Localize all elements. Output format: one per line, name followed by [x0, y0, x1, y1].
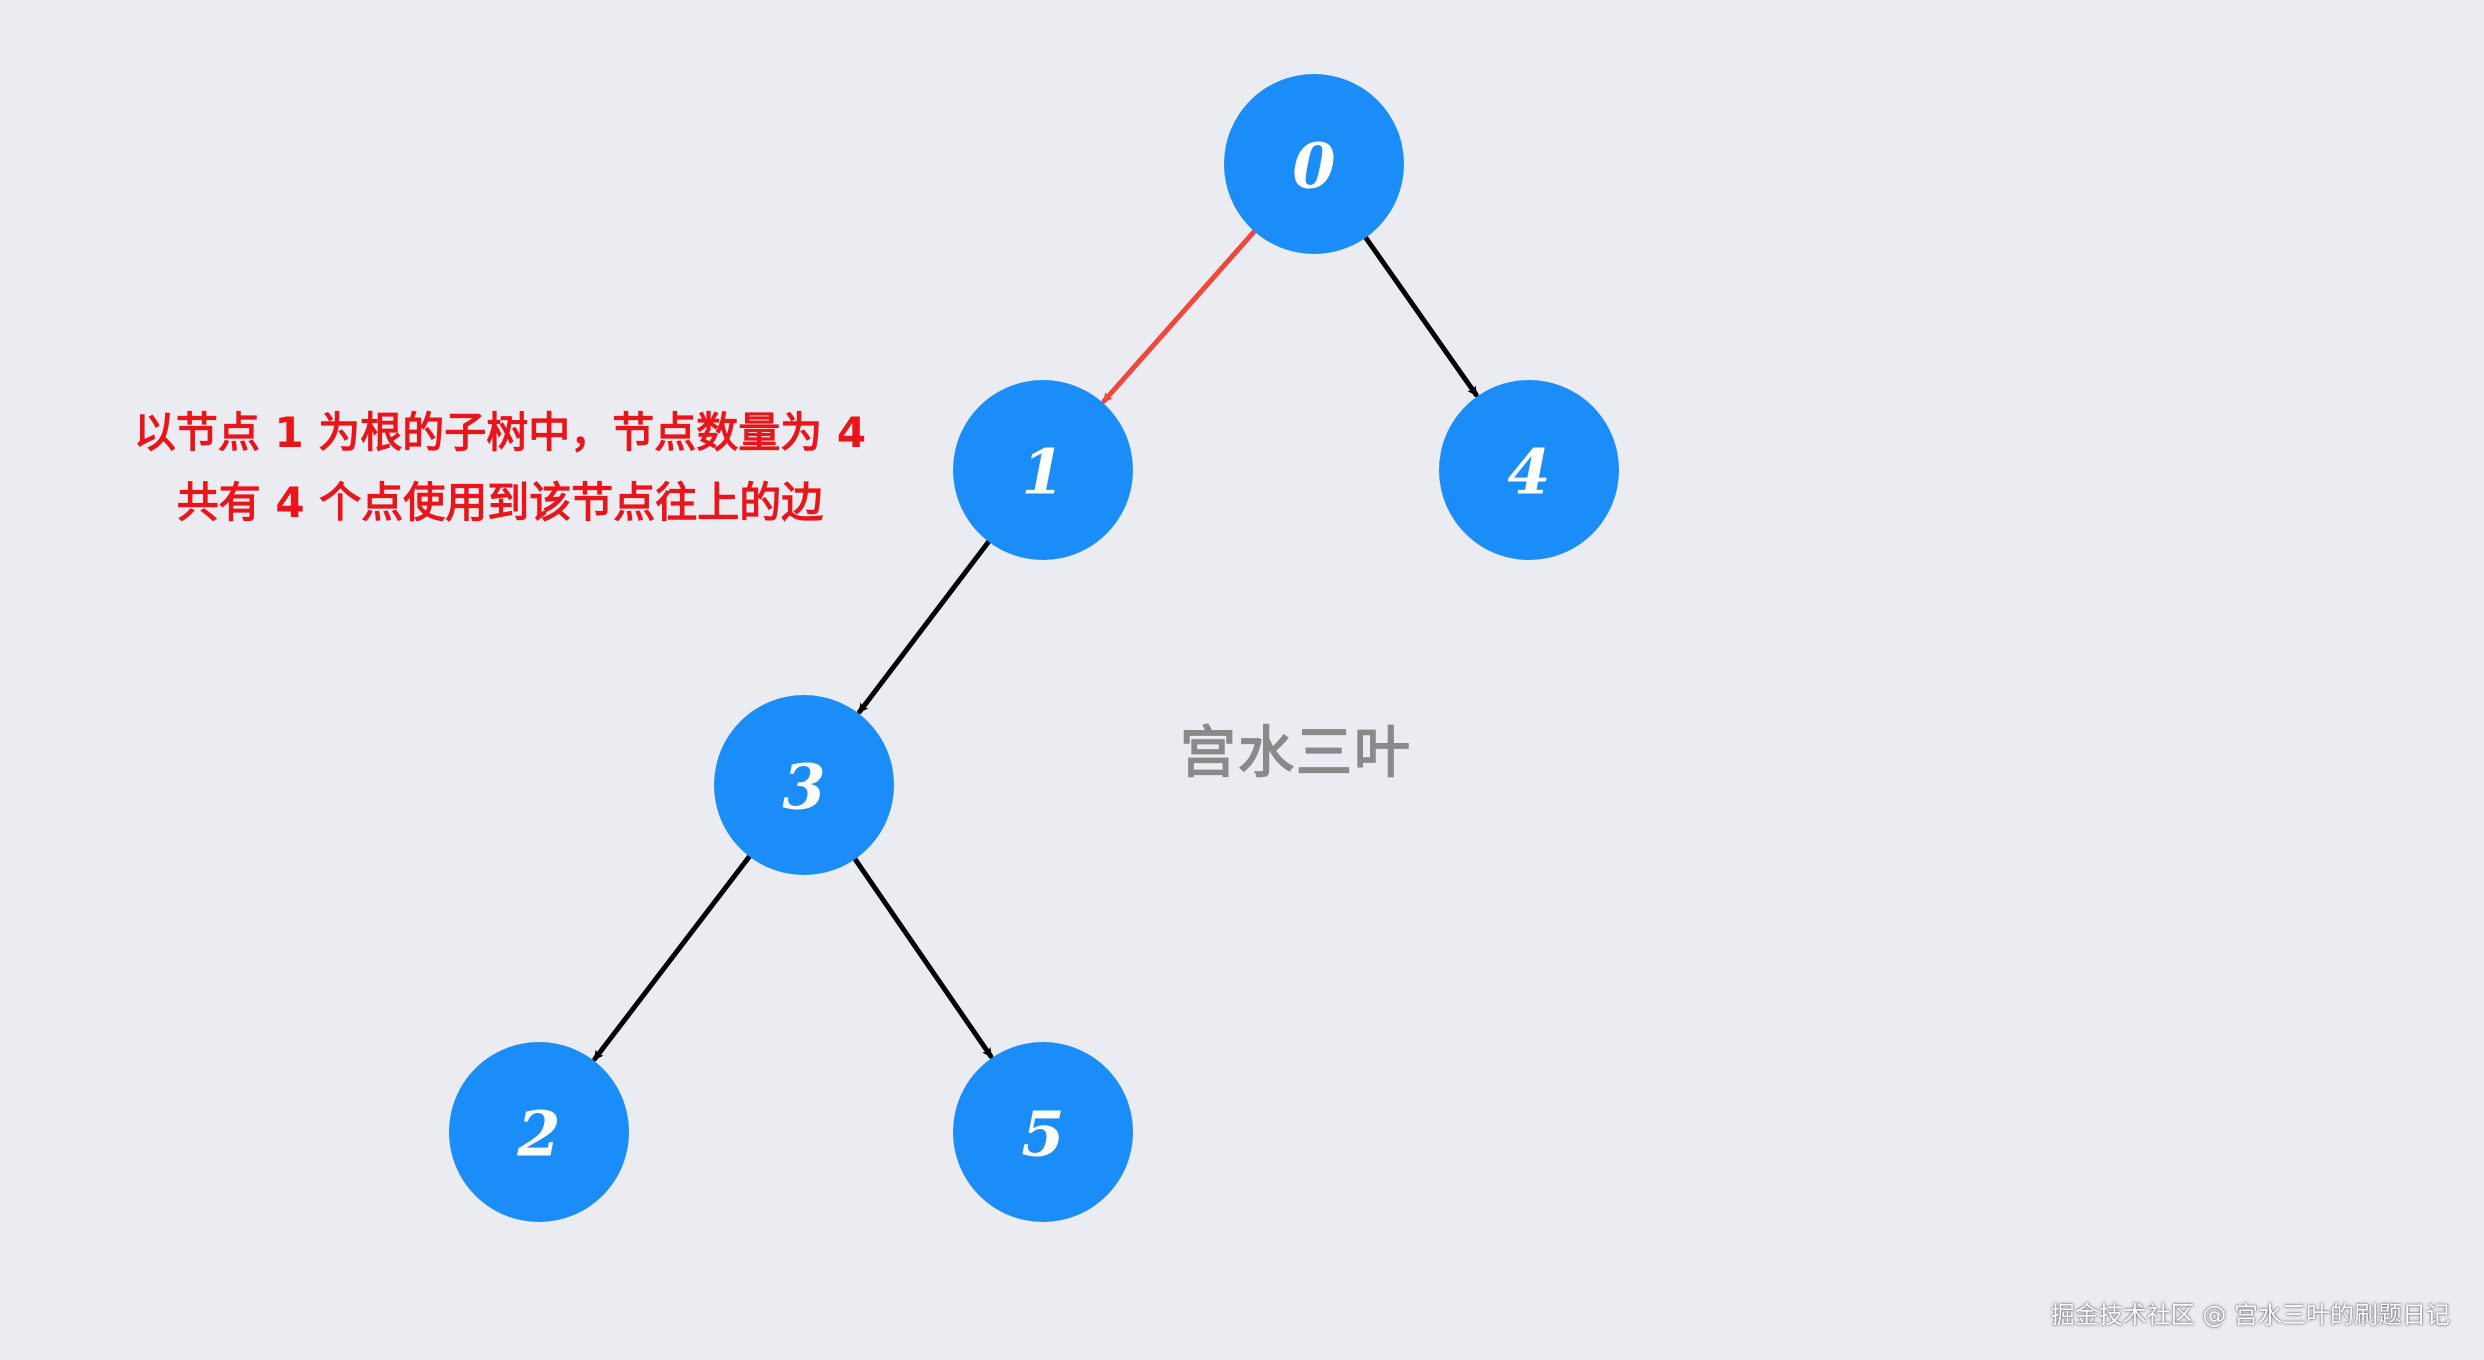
annotation-line-2: 共有 4 个点使用到该节点往上的边 — [176, 478, 824, 527]
node-label-2: 2 — [516, 1098, 560, 1171]
edges-layer — [592, 227, 1479, 1062]
edge-1-to-3 — [857, 537, 993, 715]
edge-0-to-4 — [1362, 233, 1479, 398]
watermark-text: 宫水三叶 — [1180, 720, 1412, 786]
nodes-layer: 0 1 4 3 2 5 — [449, 74, 1619, 1222]
tree-node-2: 2 — [449, 1042, 629, 1222]
node-label-5: 5 — [1021, 1098, 1064, 1171]
tree-node-3: 3 — [714, 695, 894, 875]
edge-3-to-2 — [592, 852, 754, 1062]
node-circle-0 — [1224, 74, 1404, 254]
node-circle-1 — [953, 380, 1133, 560]
annotation-line-1: 以节点 1 为根的子树中，节点数量为 4 — [133, 408, 867, 457]
node-circle-2 — [449, 1042, 629, 1222]
edge-0-to-1 — [1101, 227, 1259, 404]
node-label-4: 4 — [1507, 436, 1550, 509]
tree-node-0: 0 — [1224, 74, 1404, 254]
tree-node-4: 4 — [1439, 380, 1619, 560]
node-circle-3 — [714, 695, 894, 875]
tree-node-1: 1 — [953, 380, 1133, 560]
node-label-0: 0 — [1292, 130, 1335, 203]
source-credit: 掘金技术社区 @ 宫水三叶的刷题日记 — [2050, 1301, 2450, 1329]
node-label-1: 1 — [1021, 436, 1064, 509]
tree-node-5: 5 — [953, 1042, 1133, 1222]
node-label-3: 3 — [782, 751, 825, 824]
annotation-text: 以节点 1 为根的子树中，节点数量为 4 共有 4 个点使用到该节点往上的边 — [60, 398, 940, 538]
edge-3-to-5 — [851, 854, 994, 1059]
node-circle-4 — [1439, 380, 1619, 560]
node-circle-5 — [953, 1042, 1133, 1222]
